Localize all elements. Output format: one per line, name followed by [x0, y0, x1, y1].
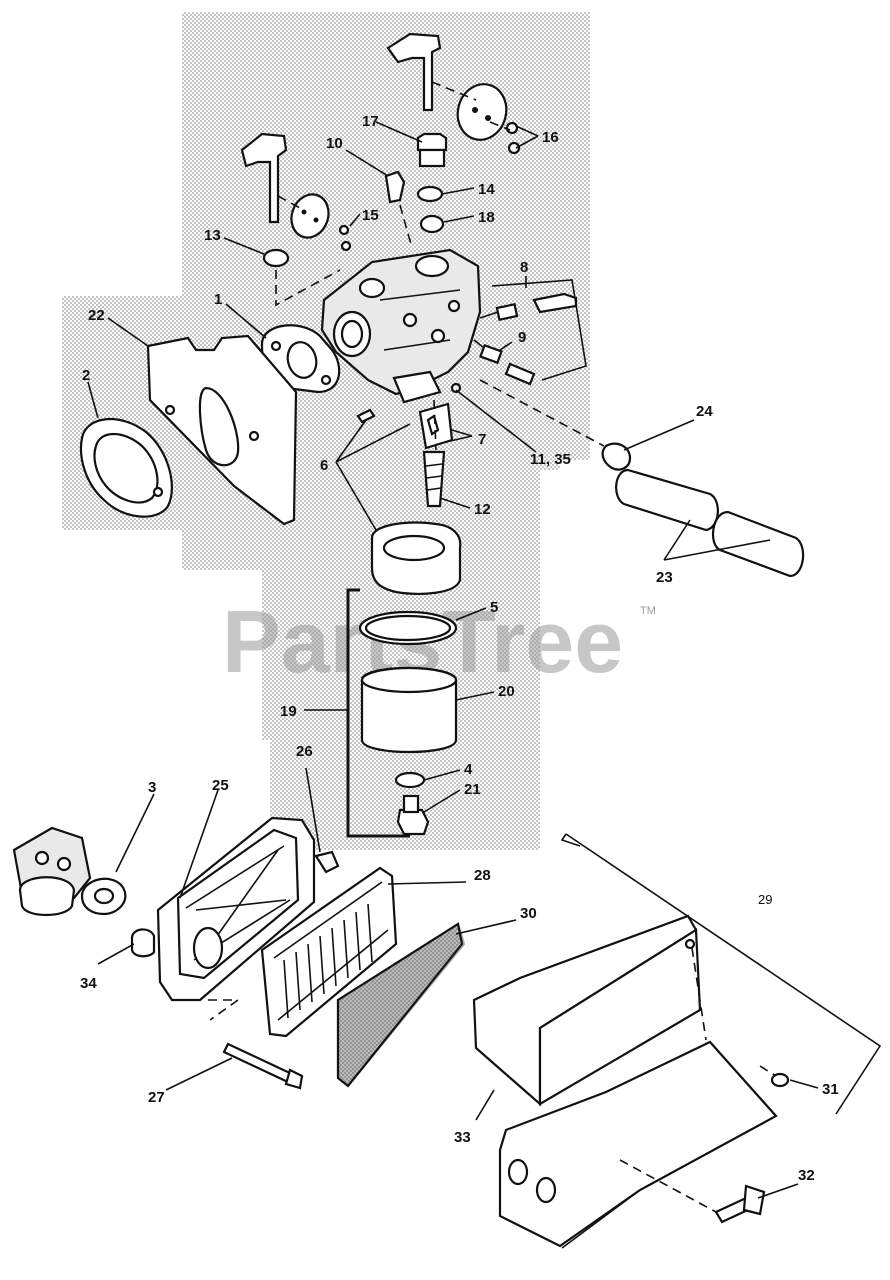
callout-27: 27 — [148, 1089, 165, 1106]
callout-19: 19 — [280, 703, 297, 720]
callout-26: 26 — [296, 743, 313, 760]
watermark-tm: TM — [640, 605, 656, 617]
callout-29: 29 — [758, 892, 772, 907]
callout-18: 18 — [478, 209, 495, 226]
callout-17: 17 — [362, 113, 379, 130]
part-filter-28-30 — [260, 866, 466, 1088]
callout-24: 24 — [696, 403, 713, 420]
part-carburetor-body — [320, 248, 482, 404]
part-gasket-22 — [146, 334, 298, 526]
part-screws-8-9 — [473, 279, 587, 386]
callout-25: 25 — [212, 777, 229, 794]
callout-34: 34 — [80, 975, 97, 992]
callout-3: 3 — [148, 779, 156, 796]
callout-13: 13 — [204, 227, 221, 244]
part-air-cleaner-base-25 — [156, 816, 340, 1021]
callout-1: 1 — [214, 291, 222, 308]
callout-5: 5 — [490, 599, 498, 616]
callout-8: 8 — [520, 259, 528, 276]
part-choke-shaft-15 — [240, 132, 352, 252]
callout-7: 7 — [478, 431, 486, 448]
callout-28: 28 — [474, 867, 491, 884]
part-float-bowl-19 — [346, 521, 462, 838]
callout-22: 22 — [88, 307, 105, 324]
part-6-7-11-12 — [356, 382, 462, 508]
part-small-carb-3-34 — [12, 826, 156, 958]
callout-30: 30 — [520, 905, 537, 922]
callout-14: 14 — [478, 181, 495, 198]
callout-20: 20 — [498, 683, 515, 700]
callout-16: 16 — [542, 129, 559, 146]
callout-12: 12 — [474, 501, 491, 518]
part-nut-31-wingscrew-32 — [619, 1065, 790, 1224]
part-gasket-2 — [79, 418, 173, 518]
callout-32: 32 — [798, 1167, 815, 1184]
shaded-background — [62, 12, 590, 850]
callout-2: 2 — [82, 367, 90, 384]
part-17-10-14-18-13 — [262, 132, 448, 307]
callout-31: 31 — [822, 1081, 839, 1098]
callout-9: 9 — [518, 329, 526, 346]
callout-10: 10 — [326, 135, 343, 152]
callout-23: 23 — [656, 569, 673, 586]
callout-11-35: 11, 35 — [530, 451, 571, 468]
leader-lines — [87, 121, 819, 1199]
callout-21: 21 — [464, 781, 481, 798]
callout-4: 4 — [464, 761, 473, 778]
part-cover-33-bracket-29 — [472, 833, 882, 1249]
part-throttle-shaft-16 — [386, 32, 521, 155]
callout-6: 6 — [320, 457, 328, 474]
callout-15: 15 — [362, 207, 379, 224]
callout-labels: 17 16 10 14 15 18 13 8 1 22 9 2 24 7 11,… — [80, 113, 839, 1184]
callout-33: 33 — [454, 1129, 471, 1146]
part-clamp-24-hose-23 — [479, 379, 805, 578]
part-long-screw-27 — [222, 1042, 304, 1090]
